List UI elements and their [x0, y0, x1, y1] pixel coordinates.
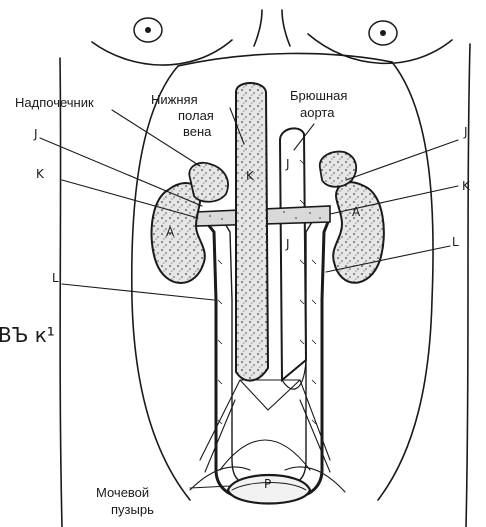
abdominal-aorta — [280, 128, 306, 389]
label-adrenal: Надпочечник — [15, 95, 94, 110]
right-adrenal — [320, 152, 356, 187]
letter-j-left: J — [33, 127, 38, 141]
left-adrenal — [189, 163, 228, 202]
letter-j-aorta-top: J — [285, 157, 290, 171]
label-ivc-line1: Нижняя — [151, 92, 198, 107]
letter-p-bladder: P — [264, 477, 271, 491]
letter-a-right: A — [352, 205, 361, 219]
letter-j-right: J — [463, 125, 468, 139]
side-text-fragment: ВЪ к¹ — [0, 323, 55, 347]
label-bladder-line2: пузырь — [111, 502, 154, 517]
letter-l-right: L — [452, 235, 459, 249]
inferior-vena-cava — [236, 83, 268, 381]
letter-k-ivc: K — [246, 169, 255, 183]
letter-k-right: K — [462, 179, 471, 193]
letter-k-left: K — [36, 167, 45, 181]
label-aorta-line1: Брюшная — [290, 88, 347, 103]
label-ivc-line3: вена — [183, 124, 212, 139]
label-aorta-line2: аорта — [300, 105, 335, 120]
letter-l-left: L — [52, 271, 59, 285]
label-bladder-line1: Мочевой — [96, 485, 149, 500]
right-kidney — [333, 182, 384, 283]
letter-a-left: A — [166, 225, 175, 239]
letter-j-aorta-mid: J — [285, 237, 290, 251]
label-ivc-line2: полая — [178, 108, 214, 123]
nipples — [134, 18, 397, 45]
